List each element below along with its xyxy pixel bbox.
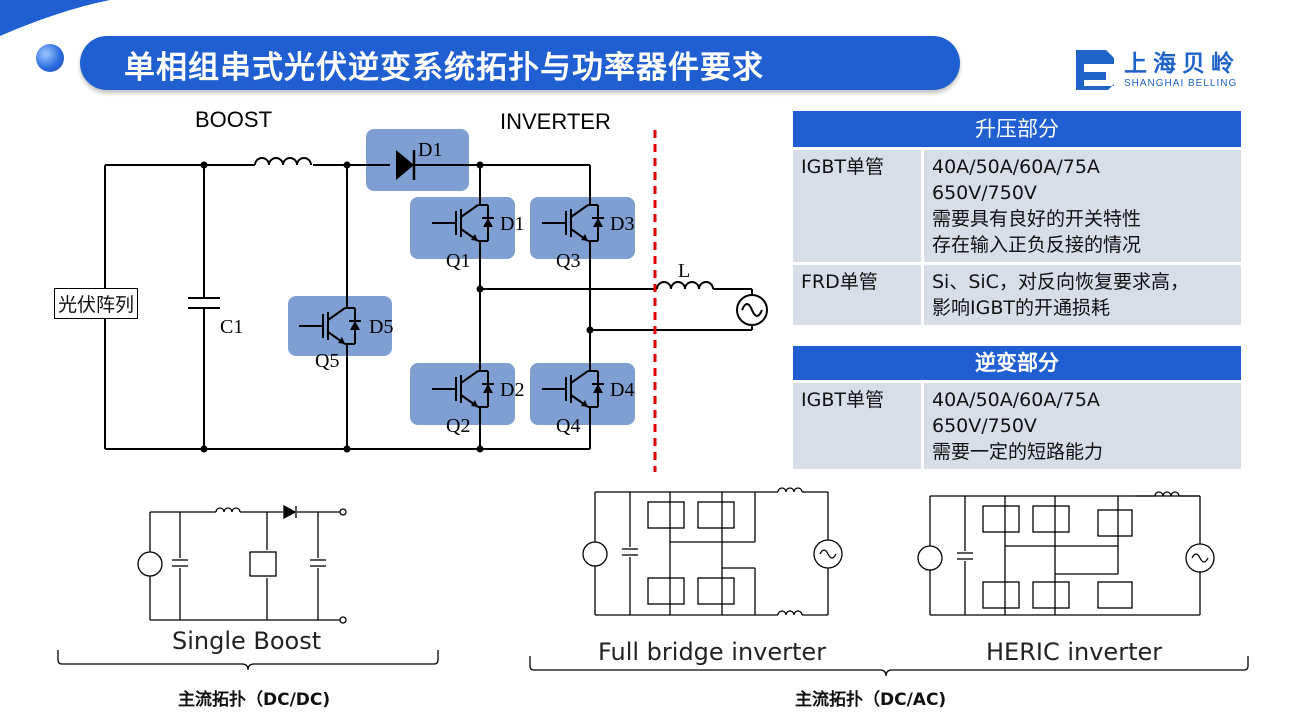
spec-line: 40A/50A/60A/75A (932, 389, 1100, 411)
d3-label: D3 (610, 213, 635, 235)
spec-line: 需要具有良好的开关特性 (932, 208, 1142, 230)
table-row: IGBT单管 40A/50A/60A/75A 650V/750V 需要一定的短路… (793, 383, 1241, 472)
d4-label: D4 (610, 379, 635, 401)
dcac-bracket (529, 656, 1249, 677)
spec-cell: 40A/50A/60A/75A 650V/750V 需要一定的短路能力 (921, 383, 1241, 472)
full-bridge-schematic (582, 487, 843, 616)
q4-highlight (530, 363, 635, 425)
d1-highlight (366, 129, 469, 191)
company-logo: 上海贝岭 SHANGHAI BELLING (1074, 44, 1264, 94)
boost-label: BOOST (195, 107, 273, 132)
spec-line: 影响IGBT的开通损耗 (932, 297, 1110, 319)
title-bullet (36, 44, 64, 72)
boost-spec-table: IGBT单管 40A/50A/60A/75A 650V/750V 需要具有良好的… (793, 150, 1241, 328)
corner-decoration (0, 0, 110, 36)
spec-line: 需要一定的短路能力 (932, 441, 1104, 463)
device-cell: IGBT单管 (793, 150, 923, 265)
device-cell: IGBT单管 (793, 383, 923, 472)
q3-highlight (530, 197, 635, 259)
inductor-l-label: L (678, 260, 691, 282)
d5-label: D5 (369, 316, 394, 338)
belling-logo-icon (1076, 50, 1114, 90)
spec-line: 存在输入正负反接的情况 (932, 234, 1142, 256)
logo-name-en: SHANGHAI BELLING (1124, 78, 1238, 89)
q1-diode-label: D1 (500, 213, 525, 235)
single-boost-schematic (137, 504, 347, 624)
topology-thumbnails (57, 487, 1249, 677)
d1-diode (396, 150, 416, 180)
logo-name-cn: 上海贝岭 (1124, 51, 1240, 77)
dcdc-bracket (57, 650, 439, 671)
page-title: 单相组串式光伏逆变系统拓扑与功率器件要求 (124, 50, 764, 86)
circuit-diagram (104, 129, 768, 472)
d2-label: D2 (500, 379, 525, 401)
q5-highlight (288, 296, 392, 356)
title-bar: 单相组串式光伏逆变系统拓扑与功率器件要求 (80, 36, 960, 90)
inverter-spec-table: IGBT单管 40A/50A/60A/75A 650V/750V 需要一定的短路… (793, 383, 1241, 472)
dcdc-group-label: 主流拓扑（DC/DC) (178, 690, 331, 710)
d1-label: D1 (418, 139, 443, 161)
single-boost-caption: Single Boost (172, 627, 322, 655)
heric-schematic (917, 491, 1215, 616)
device-cell: FRD单管 (793, 263, 923, 328)
spec-line: 40A/50A/60A/75A (932, 156, 1100, 178)
inverter-section-header: 逆变部分 (793, 346, 1241, 380)
table-row: FRD单管 Si、SiC，对反向恢复要求高， 影响IGBT的开通损耗 (793, 263, 1241, 328)
table-row: IGBT单管 40A/50A/60A/75A 650V/750V 需要具有良好的… (793, 150, 1241, 265)
dcac-group-label: 主流拓扑（DC/AC) (795, 690, 947, 710)
pv-array-label: 光伏阵列 (54, 288, 139, 319)
spec-line: 650V/750V (932, 415, 1037, 437)
full-bridge-caption: Full bridge inverter (598, 638, 827, 666)
spec-cell: 40A/50A/60A/75A 650V/750V 需要具有良好的开关特性 存在… (921, 150, 1241, 265)
inverter-label: INVERTER (500, 109, 611, 134)
spec-line: 650V/750V (932, 182, 1037, 204)
q4-label: Q4 (556, 415, 581, 437)
c1-label: C1 (220, 316, 244, 338)
q2-label: Q2 (446, 415, 471, 437)
q1-label: Q1 (446, 250, 471, 272)
q5-label: Q5 (315, 350, 340, 372)
spec-line: Si、SiC，对反向恢复要求高， (932, 271, 1189, 293)
boost-section-header: 升压部分 (793, 111, 1241, 147)
heric-caption: HERIC inverter (986, 638, 1163, 666)
spec-cell: Si、SiC，对反向恢复要求高， 影响IGBT的开通损耗 (921, 263, 1241, 328)
q3-label: Q3 (556, 250, 581, 272)
